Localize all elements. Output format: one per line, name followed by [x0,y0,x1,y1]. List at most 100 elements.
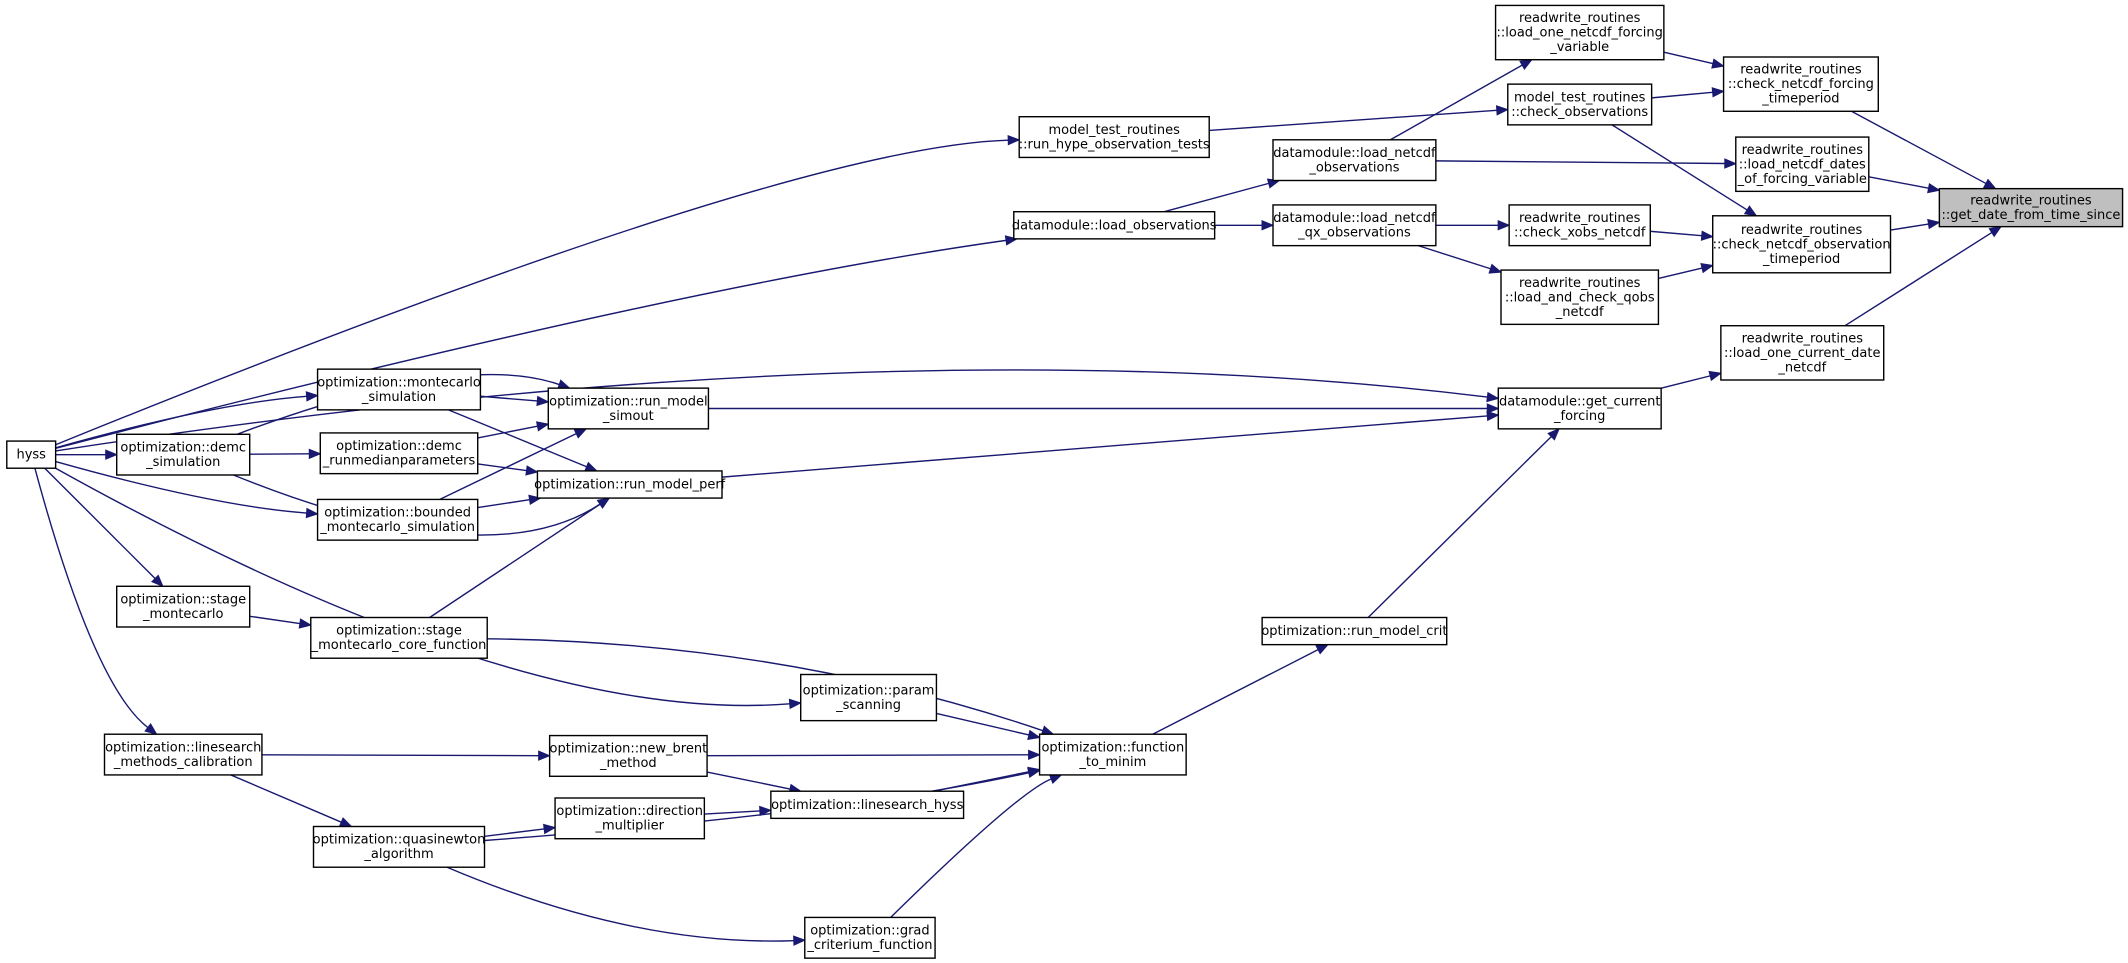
node-ls-calib[interactable]: optimization::linesearch_methods_calibra… [103,733,263,776]
arrowhead-icon [1497,220,1511,231]
node-bounded-mc[interactable]: optimization::bounded_montecarlo_simulat… [316,498,479,541]
node-label: optimization::direction [556,804,703,819]
node-ls-hyss[interactable]: optimization::linesearch_hyss [770,790,965,820]
node-check-obs-tp[interactable]: readwrite_routines::check_netcdf_observa… [1712,215,1892,274]
node-box [1497,387,1662,430]
node-get-date[interactable]: readwrite_routines::get_date_from_time_s… [1938,187,2124,228]
node-load-check-qobs[interactable]: readwrite_routines::load_and_check_qobs_… [1500,269,1660,326]
arrowhead-icon [1488,263,1503,274]
node-label: optimization::bounded [324,506,471,521]
node-label: optimization::stage [120,592,246,607]
node-load-dates[interactable]: readwrite_routines::load_netcdf_dates_of… [1735,136,1870,193]
node-label: datamodule::load_observations [1012,218,1217,233]
node-label: readwrite_routines [1741,223,1863,238]
call-edge [1868,176,1941,194]
node-box [1038,733,1187,776]
edge-line [1663,51,1714,65]
node-label: optimization::run_model_perf [534,478,726,493]
node-param-scan[interactable]: optimization::param_scanning [800,673,938,722]
arrowhead-icon [144,723,158,736]
node-label: ::load_netcdf_dates [1739,157,1866,172]
node-grad-crit[interactable]: optimization::grad_criterium_function [804,916,936,959]
arrowhead-icon [1547,427,1561,441]
node-new-brent[interactable]: optimization::new_brent_method [548,734,708,777]
node-label: readwrite_routines [1519,211,1641,226]
node-direction-mult[interactable]: optimization::direction_multiplier [554,797,706,840]
edge-line [890,778,1052,918]
node-stage-mc[interactable]: optimization::stage_montecarlo [116,585,251,628]
node-get-current[interactable]: datamodule::get_current_forcing [1497,387,1662,430]
node-label: _scanning [835,698,901,713]
node-label: _criterium_function [806,938,932,953]
edge-line [1435,160,1725,165]
arrowhead-icon [305,507,319,519]
call-edge [1611,124,1758,217]
node-label: _method [599,756,657,771]
node-load-netcdf-obs[interactable]: datamodule::load_netcdf_observations [1272,139,1437,182]
node-check-obs[interactable]: model_test_routines::check_observations [1507,83,1653,126]
call-edge [1658,263,1714,280]
arrowhead-icon [1927,182,1941,194]
node-label: ::check_xobs_netcdf [1514,226,1646,241]
call-edge [249,448,322,460]
node-run-perf[interactable]: optimization::run_model_perf [534,470,726,499]
node-box [770,790,965,820]
node-box [1272,204,1437,247]
node-label: _algorithm [363,847,433,862]
arrowhead-icon [1724,158,1738,169]
node-label: optimization::function [1041,740,1184,755]
arrowhead-icon [1711,58,1725,69]
node-run-simout[interactable]: optimization::run_model_simout [547,387,710,430]
arrowhead-icon [1048,774,1063,785]
edge-line [1844,231,1993,327]
node-load-obs[interactable]: datamodule::load_observations [1012,211,1217,240]
call-edge [1214,220,1275,231]
node-label: readwrite_routines [1519,11,1641,26]
node-load-current-date[interactable]: readwrite_routines::load_one_current_dat… [1720,325,1885,381]
arrowhead-icon [1982,178,1997,190]
node-quasinewton[interactable]: optimization::quasinewton_algorithm [312,825,486,868]
arrowhead-icon [759,805,773,817]
edge-line [448,409,587,468]
arrowhead-icon [535,421,550,432]
edge-line [1611,124,1748,211]
node-box [1494,4,1665,61]
node-model-test[interactable]: model_test_routines::run_hype_observatio… [1018,116,1210,159]
edge-line [55,395,307,449]
node-func-to-minim[interactable]: optimization::function_to_minim [1038,733,1187,776]
node-check-forcing-tp[interactable]: readwrite_routines::check_netcdf_forcing… [1722,56,1879,112]
node-label: _variable [1549,40,1609,55]
call-edge [1663,51,1725,69]
call-edge [936,712,1041,740]
node-demc-median[interactable]: optimization::demc_runmedianparameters [319,432,479,475]
node-box [1722,56,1879,112]
node-box [319,432,479,475]
node-montecarlo-sim[interactable]: optimization::montecarlo_simulation [316,368,482,411]
arrowhead-icon [793,935,807,946]
node-hyss[interactable]: hyss [6,440,57,469]
call-edge [429,497,611,619]
edge-line [1152,649,1319,735]
arrowhead-icon [525,465,539,476]
node-label: model_test_routines [1514,90,1646,105]
node-run-crit[interactable]: optimization::run_model_crit [1261,616,1448,646]
edge-line [1209,109,1497,132]
node-load-netcdf-qx[interactable]: datamodule::load_netcdf_qx_observations [1272,204,1437,247]
node-check-xobs[interactable]: readwrite_routines::check_xobs_netcdf [1508,204,1651,247]
call-edge [261,750,551,761]
arrowhead-icon [1007,134,1021,146]
node-box [312,825,486,868]
node-label: _simulation [361,390,436,405]
node-box [1720,325,1885,381]
edge-line [933,771,1029,792]
arrowhead-icon [1495,105,1510,116]
node-stage-mc-core[interactable]: optimization::stage_montecarlo_core_func… [310,616,488,659]
arrowhead-icon [584,461,598,472]
edge-line [1417,244,1491,270]
node-label: model_test_routines [1049,123,1181,138]
node-demc-sim[interactable]: optimization::demc_simulation [116,433,251,476]
arrowhead-icon [1486,410,1500,422]
call-edge [34,468,158,736]
node-load-one-forcing[interactable]: readwrite_routines::load_one_netcdf_forc… [1494,4,1665,61]
edge-line [34,468,149,729]
